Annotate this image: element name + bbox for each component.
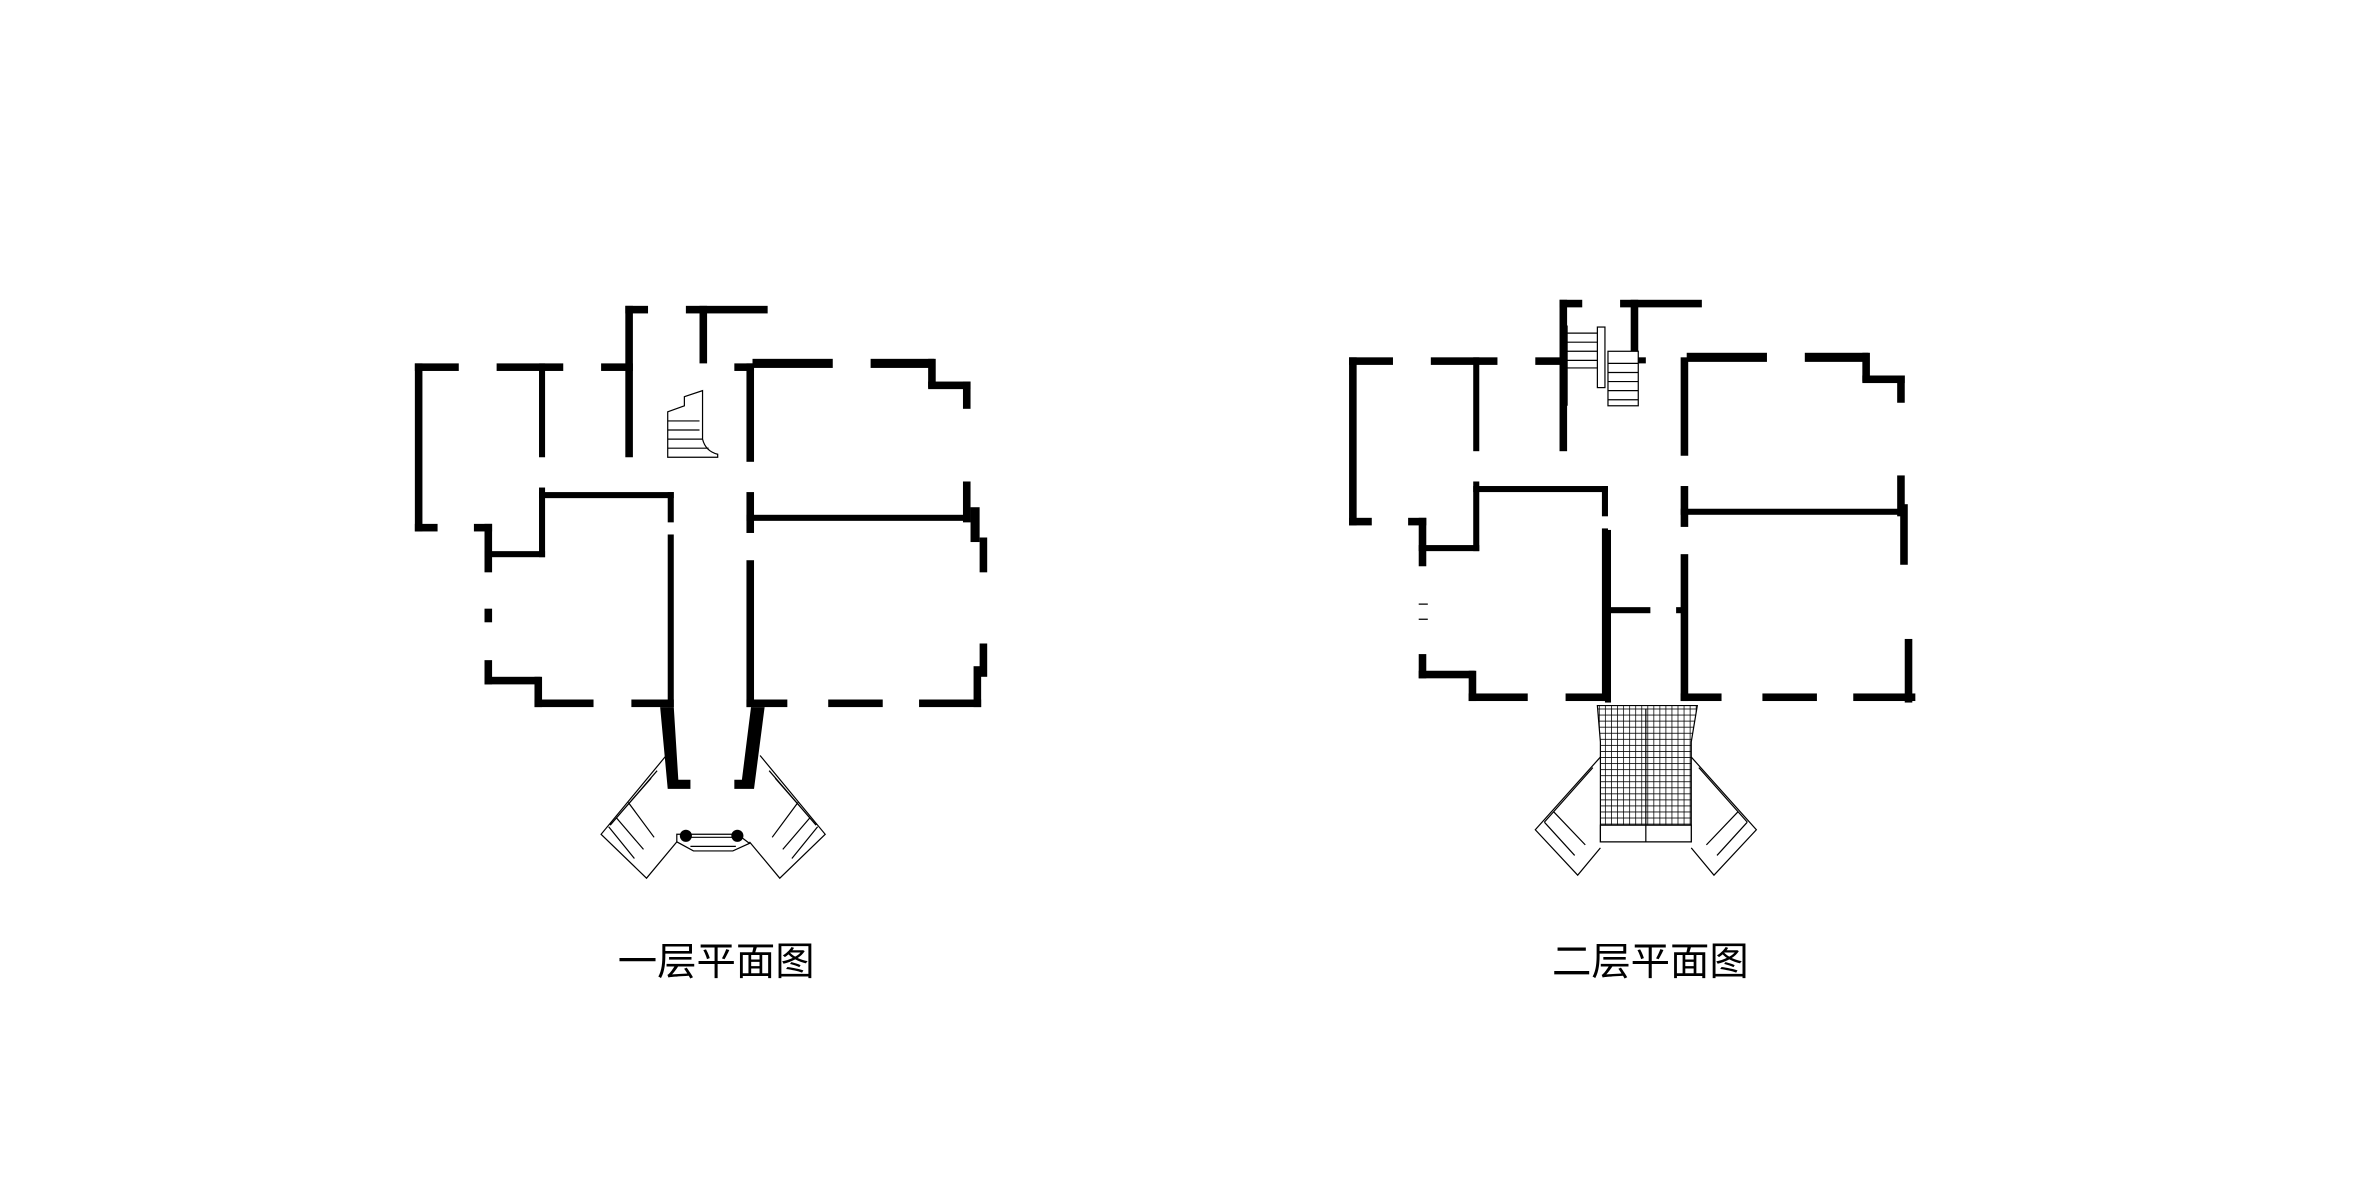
plan-label: 二层平面图	[1552, 939, 1749, 985]
stair-icon	[1566, 325, 1639, 407]
stair-icon	[667, 389, 719, 458]
first-floor-plan: 一层平面图	[414, 305, 988, 985]
entrance-balcony	[1534, 704, 1758, 877]
plan-label: 一层平面图	[618, 939, 815, 985]
second-floor-plan: 二层平面图	[1349, 299, 1916, 985]
entrance-steps	[600, 755, 827, 880]
